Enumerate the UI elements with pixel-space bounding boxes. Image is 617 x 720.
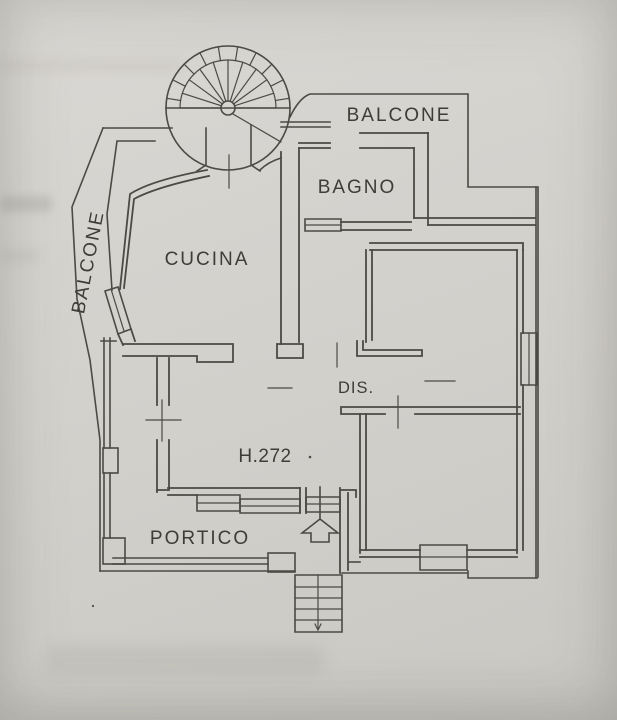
window-symbol-bottomright xyxy=(419,544,468,571)
scan-speckles xyxy=(91,455,312,608)
window-symbol-livingroom-1 xyxy=(196,494,241,512)
interior-walls xyxy=(104,121,536,574)
window-symbol-entrance xyxy=(305,496,341,513)
door-swing-marks xyxy=(267,342,456,429)
window-symbol-bath-bottom xyxy=(304,218,342,232)
entrance-arrow-icon xyxy=(299,517,341,543)
label-cucina: CUCINA xyxy=(165,249,250,270)
window-symbol-kitchen xyxy=(104,286,132,336)
label-balcone-top: BALCONE xyxy=(347,105,452,126)
label-bagno: BAGNO xyxy=(318,177,397,198)
portico-column xyxy=(102,537,126,565)
portico-column xyxy=(102,447,119,474)
outer-boundary xyxy=(71,93,539,579)
window-symbol-right-wall xyxy=(520,332,538,386)
label-height-note: H.272 xyxy=(238,446,291,467)
label-dis: DIS. xyxy=(338,379,374,397)
window-symbol-livingroom-2 xyxy=(239,498,301,514)
exterior-steps-symbol xyxy=(294,574,343,633)
spiral-staircase-symbol xyxy=(165,45,291,189)
label-portico: PORTICO xyxy=(150,528,250,549)
portico-column xyxy=(267,552,296,573)
portico-elements xyxy=(100,332,538,573)
